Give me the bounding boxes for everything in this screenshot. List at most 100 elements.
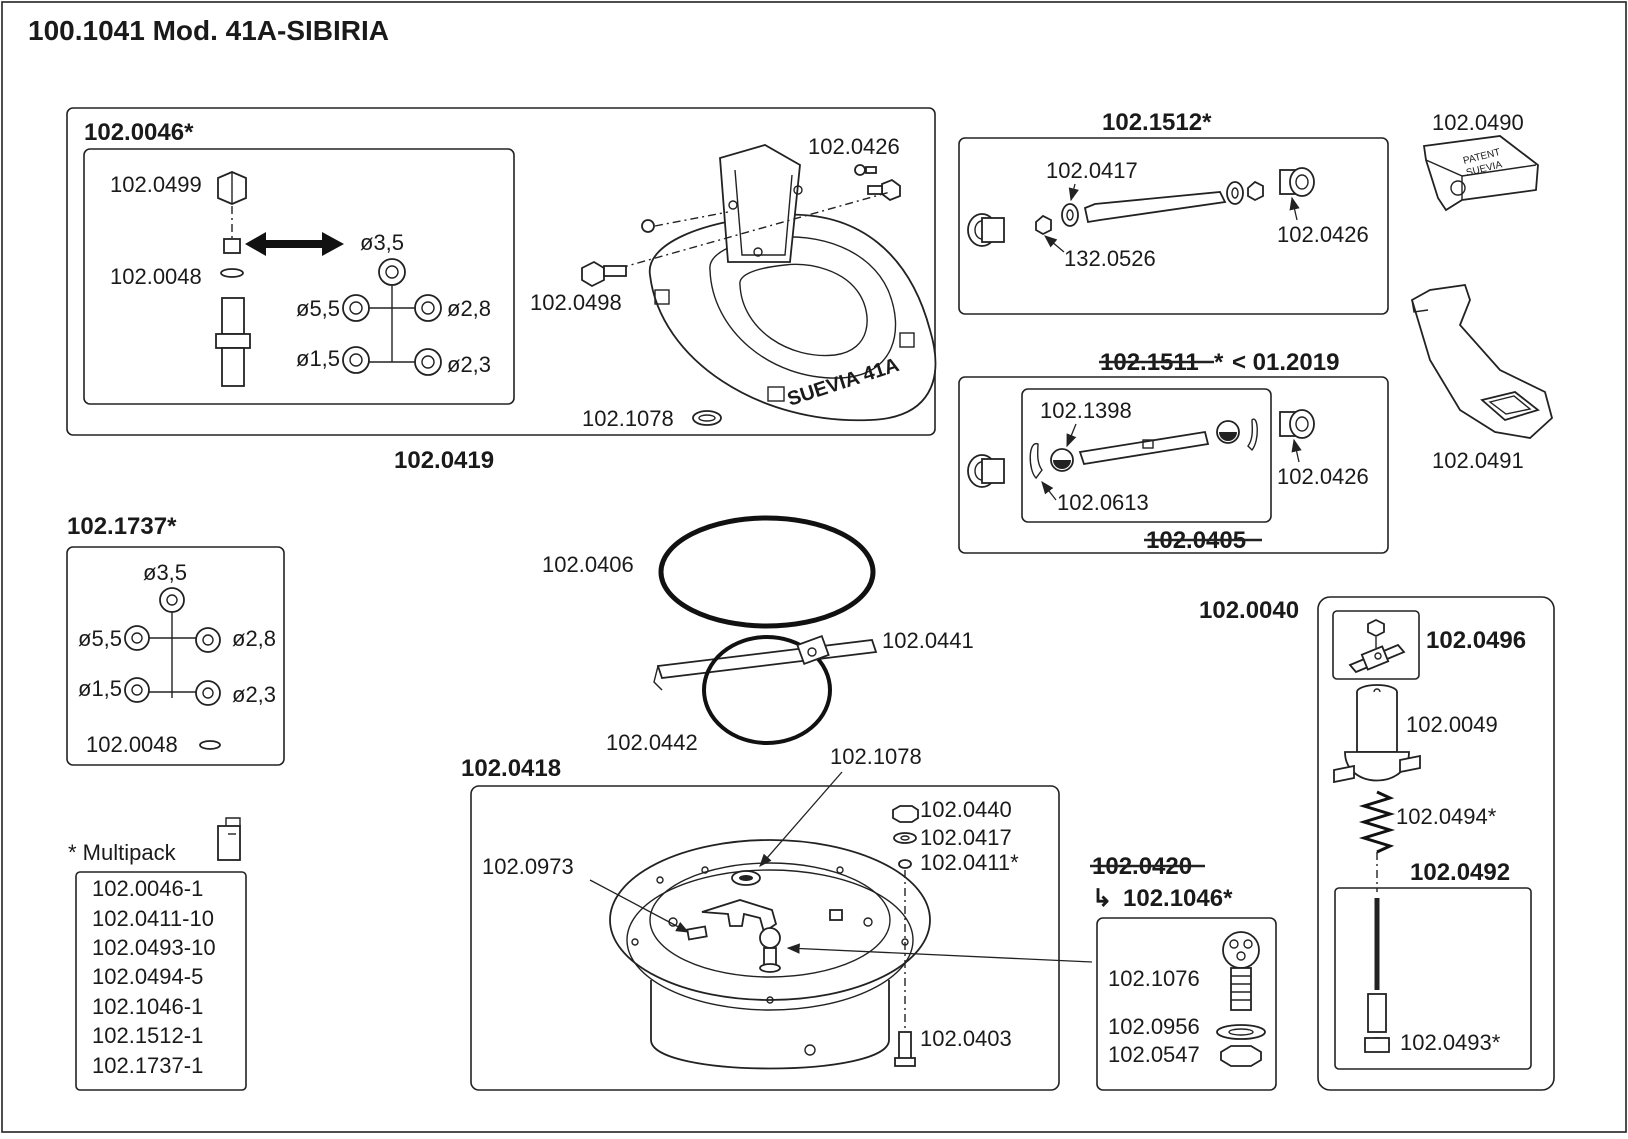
label-0973: 102.0973 (482, 854, 574, 879)
label-0426-old: 102.0426 (1277, 464, 1369, 489)
cover-0490-group: 102.0490 PATENT SUEVIA (1422, 110, 1539, 212)
axle-1511-frame (958, 376, 1389, 554)
label-0406: 102.0406 (542, 552, 634, 577)
rivet-left (641, 219, 655, 233)
axle-shaft (1083, 191, 1227, 224)
base-cylinder (650, 980, 890, 1070)
valve-0040-frame (1317, 596, 1555, 1091)
kit-1737-frame (66, 546, 285, 766)
ring-0406 (658, 515, 876, 629)
multipack-item-2: 102.0411-10 (92, 906, 214, 931)
base-0418-frame (470, 785, 1060, 1091)
label-1078-base: 102.1078 (830, 744, 922, 769)
base-0418-label: 102.0418 (461, 755, 561, 782)
axle-0405-frame (1021, 388, 1272, 523)
washer-0417 (1061, 203, 1079, 227)
nozzle-label-2: ø5,5 (296, 296, 340, 321)
multipack-group: * Multipack 102.0046-1 102.0411-10 102.0… (68, 817, 247, 1091)
ring-0442 (702, 635, 832, 745)
base-0418-group: 102.0418 102.0440 102.0417 102.04 (461, 744, 1093, 1091)
valve-0496-label: 102.0496 (1426, 627, 1526, 654)
label-0498: 102.0498 (530, 290, 622, 315)
axle-1512-label: 102.1512* (1102, 109, 1212, 136)
valve-1046-arrow: ↳ (1092, 885, 1112, 912)
label-1076: 102.1076 (1108, 966, 1200, 991)
label-0490: 102.0490 (1432, 110, 1524, 135)
nozzle-label-1: ø3,5 (360, 230, 404, 255)
multipack-item-4: 102.0494-5 (92, 964, 203, 989)
rings-group: 102.0406 102.0441 102.0442 (542, 515, 974, 755)
kit-1737-label: 102.1737* (67, 513, 177, 540)
kit-nozzle-5: ø2,3 (232, 682, 276, 707)
kit-1737-group: 102.1737* ø3,5 ø5,5 ø2,8 ø1,5 ø2,3 102.0… (66, 513, 285, 766)
label-0526: 132.0526 (1064, 246, 1156, 271)
kit-0046-label: 102.0046* (84, 119, 194, 146)
kit-nozzle-3: ø2,8 (232, 626, 276, 651)
axle-1511-star: * (1214, 349, 1224, 376)
label-0547: 102.0547 (1108, 1042, 1200, 1067)
bowl-0419-label: 102.0419 (394, 447, 494, 474)
nozzle-label-5: ø2,3 (447, 352, 491, 377)
valve-0040-group: 102.0040 102.0496 102.0049 102.0494* 102… (1199, 596, 1555, 1091)
kit-nozzle-2: ø5,5 (78, 626, 122, 651)
screw-0426 (854, 164, 901, 202)
label-0426-main: 102.0426 (808, 134, 900, 159)
nut-0526 (1035, 214, 1052, 236)
multipack-item-1: 102.0046-1 (92, 876, 203, 901)
valve-clip (701, 899, 778, 934)
label-0491: 102.0491 (1432, 448, 1524, 473)
nozzle-insert (223, 238, 241, 254)
label-0417-base: 102.0417 (920, 825, 1012, 850)
pin-0492-label: 102.0492 (1410, 859, 1510, 886)
drinking-bowl: SUEVIA 41A (648, 144, 937, 422)
axle-1512-frame (958, 137, 1389, 315)
multipack-label: * Multipack (68, 840, 177, 865)
page-title: 100.1041 Mod. 41A-SIBIRIA (28, 15, 389, 46)
label-0049: 102.0049 (1406, 712, 1498, 737)
label-0494: 102.0494* (1396, 804, 1497, 829)
label-0442: 102.0442 (606, 730, 698, 755)
nut-0499 (217, 171, 247, 205)
kit-0046-frame (83, 148, 515, 405)
spring-0494 (1358, 790, 1396, 854)
label-0426-axle: 102.0426 (1277, 222, 1369, 247)
label-0411: 102.0411* (920, 850, 1019, 875)
valve-0040-label: 102.0040 (1199, 597, 1299, 624)
label-0499: 102.0499 (110, 172, 202, 197)
axle-1511-date: < 01.2019 (1232, 349, 1339, 376)
multipack-item-6: 102.1512-1 (92, 1023, 203, 1048)
label-0613: 102.0613 (1057, 490, 1149, 515)
pin-0492-frame (1334, 887, 1532, 1070)
bracket-0491 (1410, 284, 1554, 439)
nut-0440 (892, 805, 919, 823)
label-1398: 102.1398 (1040, 398, 1132, 423)
valve-1046-group: 102.0420 ↳ 102.1046* 102.1076 102.0956 1… (1090, 853, 1277, 1091)
valve-0496-frame (1332, 610, 1420, 680)
main-unit-group: 102.0046* 102.0419 102.0499 102.0048 (66, 107, 937, 474)
package-icon (217, 817, 241, 861)
nozzle-tree (342, 258, 442, 376)
label-0048: 102.0048 (110, 264, 202, 289)
bolt-0498 (581, 260, 627, 288)
label-0417-axle: 102.0417 (1046, 158, 1138, 183)
multipack-item-3: 102.0493-10 (92, 935, 216, 960)
label-0956: 102.0956 (1108, 1014, 1200, 1039)
label-0441: 102.0441 (882, 628, 974, 653)
valve-1046-frame (1096, 917, 1277, 1091)
label-0440: 102.0440 (920, 797, 1012, 822)
bracket-0491-group: 102.0491 (1410, 284, 1554, 473)
kit-nozzle-4: ø1,5 (78, 676, 122, 701)
cotter-pin-left (1029, 443, 1043, 480)
nozzle-label-4: ø1,5 (296, 346, 340, 371)
axle-1512-group: 102.1512* 102.0417 132.0526 102.0426 (958, 109, 1389, 315)
ring-1078-main (692, 410, 722, 426)
pipe-fitting (215, 297, 251, 387)
washer-0048 (220, 268, 244, 278)
kit-washer (199, 740, 221, 750)
multipack-item-7: 102.1737-1 (92, 1053, 203, 1078)
label-1078-main: 102.1078 (582, 406, 674, 431)
kit-washer-label: 102.0048 (86, 732, 178, 757)
multipack-item-5: 102.1046-1 (92, 994, 203, 1019)
